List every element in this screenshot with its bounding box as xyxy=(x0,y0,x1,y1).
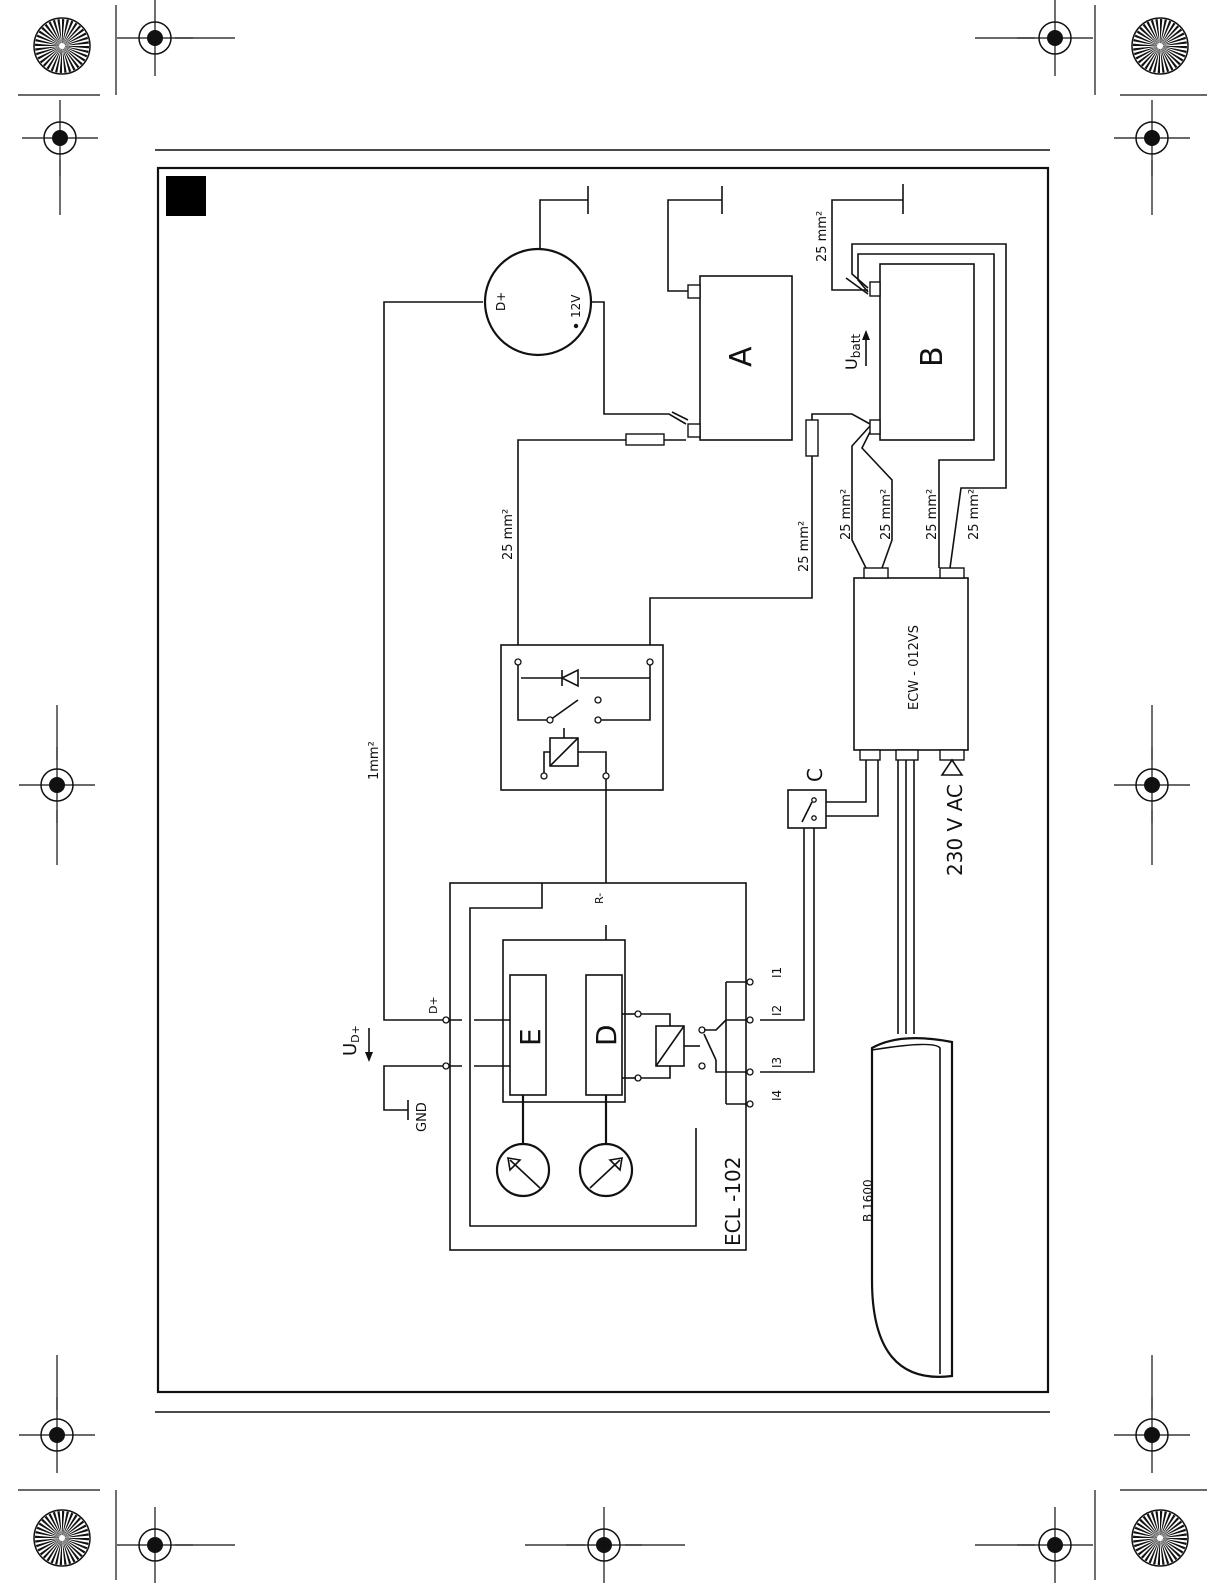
registration-marks xyxy=(18,0,1207,1583)
relay-module xyxy=(501,645,663,790)
i4-label: I4 xyxy=(770,1090,784,1101)
switch-c-label: C xyxy=(803,768,827,782)
block-d-label: D xyxy=(590,1024,623,1046)
ecw-label: ECW - 012VS xyxy=(907,625,922,710)
wire-25-label-e: 25 mm² xyxy=(925,489,940,540)
alternator: D+ 12V xyxy=(485,186,591,355)
block-e-label: E xyxy=(514,1028,547,1046)
wire-25-label-d: 25 mm² xyxy=(879,489,894,540)
switch-c: C xyxy=(788,768,827,828)
ecl-label: ECL -102 xyxy=(721,1157,745,1247)
fuse-a xyxy=(626,434,664,445)
wire-1mm2-label: 1mm² xyxy=(367,741,382,780)
fuse-b xyxy=(806,420,818,456)
i2-label: I2 xyxy=(770,1005,784,1016)
alternator-dplus-label: D+ xyxy=(494,292,508,311)
switch-c-box xyxy=(788,790,826,828)
ud-label: UD+ xyxy=(340,1025,362,1056)
boat-label: B 1600 xyxy=(861,1179,875,1222)
ac-input-symbol xyxy=(942,760,962,775)
battery-a-label: A xyxy=(724,346,759,367)
gnd-label: GND xyxy=(415,1102,430,1132)
ud-gnd: UD+ GND xyxy=(340,1025,443,1132)
boat-b1600: B 1600 xyxy=(861,1038,952,1377)
wire-25-label-b: 25 mm² xyxy=(797,521,812,572)
ac-label: 230 V AC xyxy=(943,784,967,876)
i3-label: I3 xyxy=(770,1057,784,1068)
figure-number-badge xyxy=(166,176,206,216)
wire-25-label-f: 25 mm² xyxy=(967,489,982,540)
i1-label: I1 xyxy=(770,967,784,978)
r-minus-label: R- xyxy=(593,893,606,904)
wire-25-label-c: 25 mm² xyxy=(839,489,854,540)
battery-b-label: B xyxy=(915,346,950,367)
ubatt-label: Ubatt xyxy=(842,334,863,370)
battery-a: A xyxy=(668,186,792,440)
relay-box xyxy=(501,645,663,790)
ecw-charger: ECW - 012VS 230 V AC xyxy=(854,568,968,876)
wire-25-label-g: 25 mm² xyxy=(815,211,830,262)
ecl-102-unit: E D R- D+ xyxy=(427,883,784,1250)
ecl-dplus-label: D+ xyxy=(427,996,440,1014)
wire-25-label-a: 25 mm² xyxy=(501,509,516,560)
alternator-voltage-label: 12V xyxy=(569,294,583,318)
